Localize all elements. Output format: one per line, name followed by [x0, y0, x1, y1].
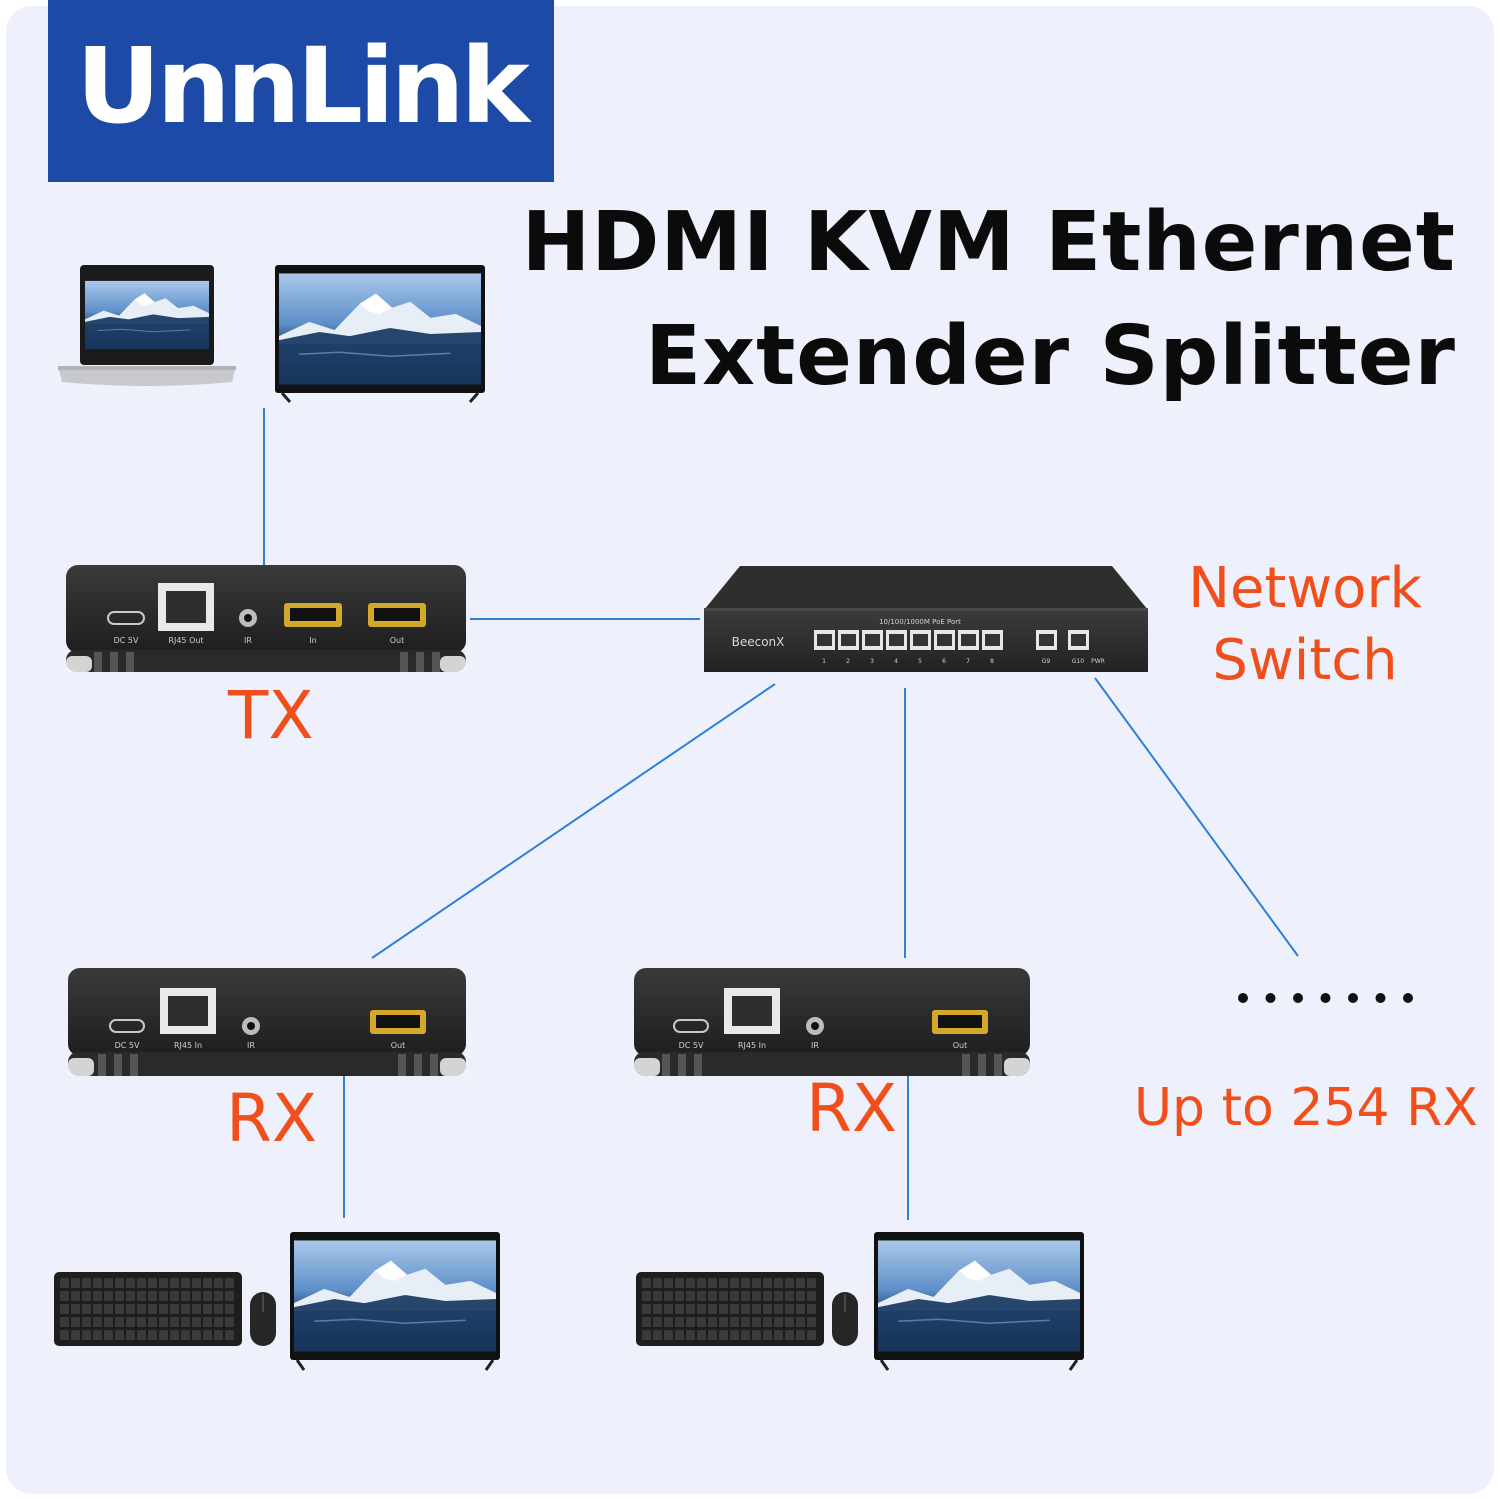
switch-port-label: PWR	[1091, 658, 1105, 665]
up-to-label: Up to 254 RX	[1134, 1078, 1478, 1138]
ellipsis-dot	[1348, 993, 1358, 1003]
brand-logo-text: UnnLink	[76, 25, 530, 147]
rx-port-label: RJ45 In	[174, 1041, 202, 1050]
more-receivers-dots	[1238, 993, 1413, 1003]
cable-switch-to-more	[1094, 677, 1299, 957]
ellipsis-dot	[1403, 993, 1413, 1003]
tx-port-label: Out	[390, 636, 405, 645]
switch-label-line-2: Switch	[1212, 628, 1398, 693]
switch-port	[934, 630, 955, 650]
rx-port-label: Out	[391, 1041, 406, 1050]
tx-port-label: In	[309, 636, 316, 645]
tx-port-label: IR	[244, 636, 252, 645]
switch-ports	[814, 630, 1089, 650]
switch-port	[862, 630, 883, 650]
switch-port-label: G9	[1042, 658, 1051, 665]
switch-port-label: 6	[942, 658, 946, 665]
switch-port	[886, 630, 907, 650]
switch-port	[838, 630, 859, 650]
switch-port	[814, 630, 835, 650]
rx-port-label: IR	[811, 1041, 819, 1050]
connection-lines	[263, 408, 1299, 1220]
tx-port-label: DC 5V	[114, 636, 139, 645]
network-switch: BeeconX 10/100/1000M PoE Port 1 2 3 4 5 6 7 8 G9…	[704, 566, 1148, 672]
switch-port-label: 8	[990, 658, 994, 665]
switch-port-label: 4	[894, 658, 898, 665]
rx-port-label: RJ45 In	[738, 1041, 766, 1050]
switch-port-label: 5	[918, 658, 922, 665]
rx-device-left: DC 5V RJ45 In IR Out	[68, 968, 466, 1076]
switch-port	[910, 630, 931, 650]
workstation-right	[636, 1232, 1084, 1371]
tx-port-label: RJ45 Out	[168, 636, 203, 645]
switch-label-line-1: Network	[1188, 556, 1422, 621]
title-line-2: Extender Splitter	[645, 309, 1456, 404]
switch-port	[1036, 630, 1057, 650]
switch-port	[982, 630, 1003, 650]
ellipsis-dot	[1238, 993, 1248, 1003]
switch-port-label: 3	[870, 658, 874, 665]
brand-logo: UnnLink	[48, 0, 554, 182]
rx-device-right: DC 5V RJ45 In IR Out	[634, 968, 1030, 1076]
tx-device: DC 5V RJ45 Out IR In Out	[66, 565, 466, 672]
ellipsis-dot	[1320, 993, 1331, 1003]
switch-port	[958, 630, 979, 650]
rx-label-right: RX	[806, 1070, 898, 1147]
ellipsis-dot	[1375, 993, 1386, 1003]
rx-label-left: RX	[226, 1080, 318, 1157]
switch-port-label: 7	[966, 658, 970, 665]
switch-port	[1068, 630, 1089, 650]
switch-port-label: G10	[1072, 658, 1084, 665]
switch-port-labels: 1 2 3 4 5 6 7 8 G9 G10 PWR	[822, 658, 1105, 665]
cable-switch-to-rx-left	[371, 683, 776, 959]
laptop	[58, 265, 236, 386]
switch-port-label: 1	[822, 658, 826, 665]
ellipsis-dot	[1265, 993, 1276, 1003]
rx-port-label: IR	[247, 1041, 255, 1050]
tx-label: TX	[228, 677, 314, 754]
switch-brand: BeeconX	[732, 635, 785, 649]
title-line-1: HDMI KVM Ethernet	[521, 195, 1456, 290]
keyboard-keys	[60, 1278, 234, 1340]
keyboard-keys	[642, 1278, 816, 1340]
workstation-left	[54, 1232, 500, 1371]
background-panel	[6, 6, 1494, 1494]
rx-port-label: DC 5V	[679, 1041, 704, 1050]
switch-port-label: 2	[846, 658, 850, 665]
switch-port-header: 10/100/1000M PoE Port	[879, 618, 961, 626]
monitor-top	[275, 265, 485, 403]
ellipsis-dot	[1293, 993, 1303, 1003]
rx-port-label: DC 5V	[115, 1041, 140, 1050]
rx-port-label: Out	[953, 1041, 968, 1050]
